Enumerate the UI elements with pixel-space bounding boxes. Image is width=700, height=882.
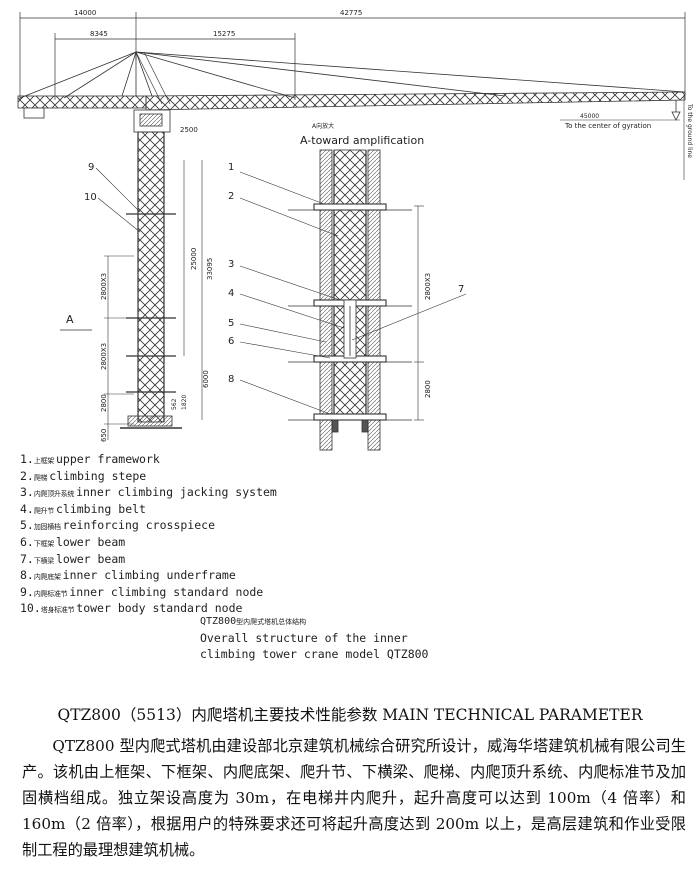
gyration-label: To the center of gyration [564,122,651,130]
tower-mast [120,131,182,429]
callout-9: 9 [88,162,94,173]
caption-model: QTZ800型内爬式塔机总体结构 [200,616,307,627]
caption-line-2: climbing tower crane model QTZ800 [200,647,429,661]
dim-2800x3-b: 2800X3 [100,343,108,370]
legend-number: 8. [20,568,34,583]
caption-line-1: Overall structure of the inner [200,631,408,645]
legend-en-label: upper framework [55,452,160,466]
drawing-caption: QTZ800型内爬式塔机总体结构 Overall structure of th… [200,612,428,662]
ground-label: To the ground line [686,103,693,158]
legend-number: 10. [20,601,41,616]
legend-number: 2. [20,468,34,483]
legend-cn-label: 爬梯 [33,473,48,482]
dim-2500: 2500 [180,126,198,134]
dim-562: 562 [171,398,178,410]
dim-8345: 8345 [90,30,108,38]
legend-number: 6. [20,534,34,549]
dim-33095: 33095 [206,258,214,280]
dim-650: 650 [100,429,108,442]
legend-cn-label: 下框架 [33,539,54,548]
legend-number: 5. [20,518,34,533]
view-a-marker: A [66,313,74,326]
legend-cn-label: 内爬标准节 [33,589,68,598]
parameter-body: QTZ800 型内爬式塔机由建设部北京建筑机械综合研究所设计，威海华塔建筑机械有… [22,737,686,859]
callout-10: 10 [84,192,97,203]
dim-1820: 1820 [181,395,188,410]
legend-cn-label: 内爬底架 [33,573,61,582]
top-dimensions [19,12,686,100]
legend-number: 4. [20,501,34,516]
legend-number: 9. [20,584,34,599]
legend-cn-label: 上框架 [33,457,54,465]
legend-number: 7. [20,551,34,566]
dim-14000: 14000 [74,9,96,17]
legend-en-label: climbing belt [55,501,146,516]
dim-2800-b: 2800 [424,380,432,398]
callout-2: 2 [228,191,234,202]
legend-cn-label: 加固横档 [33,523,61,532]
dim-45000: 45000 [580,113,599,120]
callout-6: 6 [228,336,234,347]
legend-number: 3. [20,485,34,500]
legend-cn-label: 下横梁 [33,556,54,565]
dim-6000: 6000 [202,370,210,388]
dim-42775: 42775 [340,9,362,17]
callout-3: 3 [228,259,234,270]
legend-en-label: reinforcing crosspiece [62,518,215,533]
view-title-cn: A向放大 [312,122,334,130]
legend-number: 1. [20,452,34,466]
dim-15275: 15275 [213,30,235,38]
dim-2800x3-c: 2800X3 [424,273,432,300]
dim-2800x3-a: 2800X3 [100,273,108,300]
dim-25000: 25000 [190,248,198,270]
callout-5: 5 [228,318,234,329]
legend-cn-label: 塔身标准节 [40,606,75,615]
callout-7: 7 [458,284,464,295]
view-title-en: A-toward amplification [300,134,424,147]
crane-drawing: 14000 42775 8345 15275 To the ground lin… [17,9,693,451]
callout-4: 4 [228,288,234,299]
callout-8: 8 [228,374,234,385]
legend-en-label: inner climbing jacking system [76,485,277,500]
dim-2800-a: 2800 [100,394,108,412]
callout-1: 1 [228,162,234,173]
amplified-dimensions [414,205,424,421]
legend-en-label: lower beam [55,551,126,566]
crane-jib [17,50,686,133]
amplified-view [288,149,412,451]
legend-cn-label: 内爬顶升系统 [33,490,75,499]
legend-en-label: inner climbing underframe [62,568,236,583]
amplified-callouts [239,171,467,415]
legend-en-label: tower body standard node [76,601,243,616]
parameter-title: QTZ800（5513）内爬塔机主要技术性能参数 MAIN TECHNICAL … [57,706,643,724]
legend-en-label: lower beam [55,534,126,549]
mast-dimensions-left [104,160,203,440]
legend-en-label: climbing stepe [49,468,147,483]
legend-en-label: inner climbing standard node [69,584,264,599]
legend-cn-label: 爬升节 [33,506,54,515]
